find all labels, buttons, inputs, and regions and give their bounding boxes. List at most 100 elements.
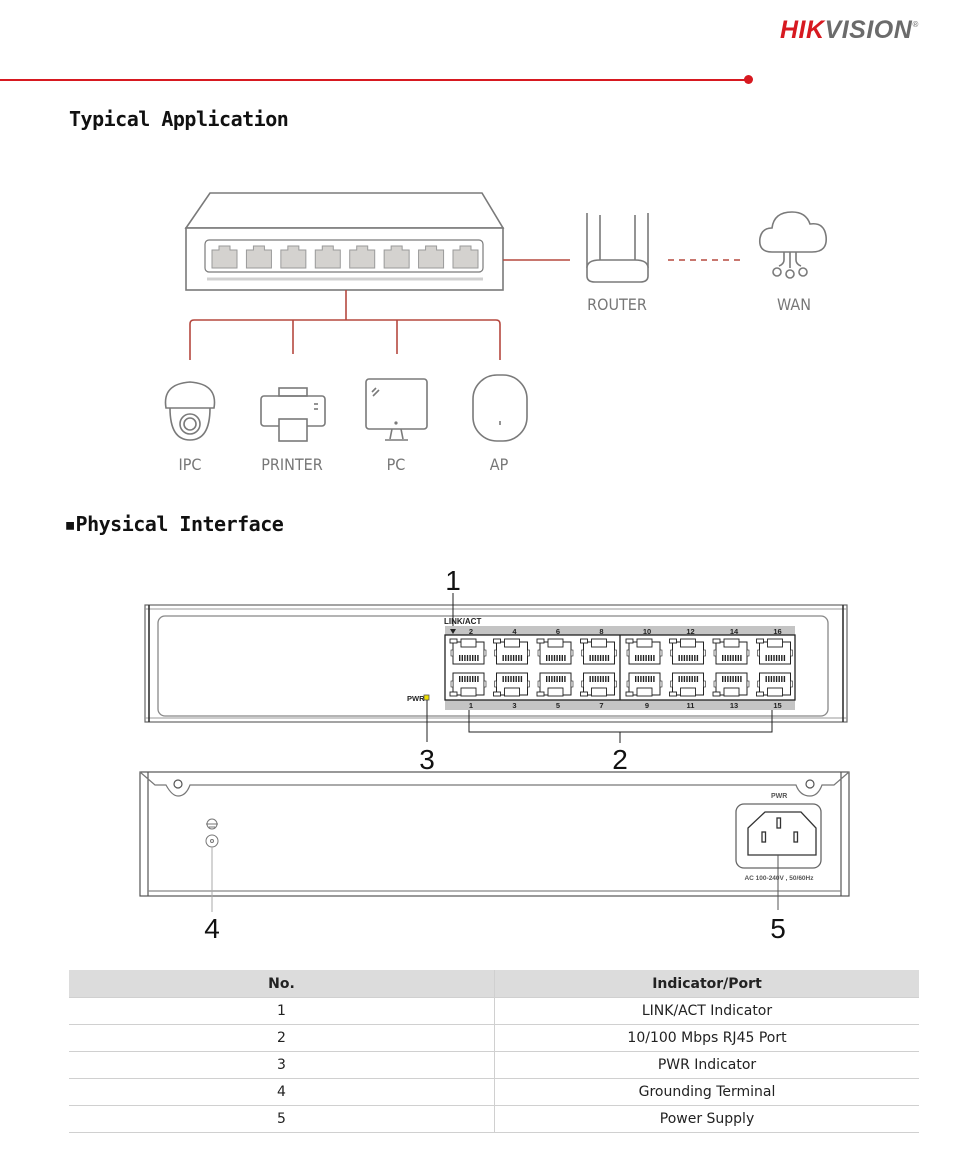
port-number-label: 3: [512, 701, 516, 710]
callout-lines-front: [426, 593, 773, 743]
rj45-port: [712, 638, 750, 665]
column-header-indicator-port: Indicator/Port: [494, 970, 919, 998]
port-number-label: 8: [599, 627, 603, 636]
switch-port-icon: [314, 245, 341, 269]
rj45-port: [536, 672, 574, 697]
cell-indicator-port: Grounding Terminal: [494, 1078, 919, 1106]
port-number-label: 11: [687, 701, 695, 710]
cell-indicator-port: Power Supply: [494, 1105, 919, 1133]
port-number-label: 12: [686, 627, 694, 636]
link-act-arrow-icon: [450, 629, 456, 634]
registered-mark: ®: [912, 20, 919, 29]
rj45-port: [493, 672, 530, 697]
hikvision-logo: HIKVISION®: [780, 16, 919, 45]
callout-1: 1: [445, 565, 461, 596]
rj45-port: [669, 638, 706, 665]
cell-no: 3: [69, 1051, 495, 1079]
header-divider-dot: [744, 75, 753, 84]
power-rating-label: AC 100-240V , 50/60Hz: [744, 875, 814, 882]
cell-indicator-port: 10/100 Mbps RJ45 Port: [494, 1024, 919, 1052]
cell-indicator-port: LINK/ACT Indicator: [494, 997, 919, 1025]
connection-lines: [189, 259, 745, 360]
rj45-port: [580, 672, 617, 697]
typical-application-diagram: ROUTER WAN IPC PRINTER PC AP: [164, 192, 828, 474]
front-panel: [144, 604, 848, 723]
switch-port-icon: [211, 245, 238, 269]
rj45-port: [449, 638, 487, 665]
switch-port-icon: [349, 245, 376, 269]
port-number-label: 7: [599, 701, 603, 710]
port-number-label: 4: [512, 627, 517, 636]
ipc-label: IPC: [179, 455, 202, 474]
rj45-port: [536, 638, 574, 665]
monitor-icon: [365, 378, 428, 441]
bottom-number-strip: [445, 700, 795, 710]
port-number-label: 1: [469, 701, 473, 710]
rear-pwr-label: PWR: [771, 793, 787, 800]
callout-2: 2: [612, 744, 628, 775]
port-number-label: 10: [643, 627, 651, 636]
rj45-port: [756, 638, 793, 665]
port-number-label: 9: [645, 701, 649, 710]
rj45-port: [625, 638, 663, 665]
printer-label: PRINTER: [261, 455, 323, 474]
switch-ports: [211, 245, 479, 269]
device-bus: [189, 319, 501, 360]
cloud-icon: [758, 211, 828, 279]
grounding-terminal-icon: [205, 818, 219, 912]
ap-label: AP: [490, 455, 509, 474]
rj45-port: [449, 672, 487, 697]
section-title-physical-interface: ▪Physical Interface: [64, 512, 284, 536]
router-label: ROUTER: [587, 295, 647, 314]
port-number-label: 14: [730, 627, 739, 636]
rj45-port: [493, 638, 530, 665]
router-icon: [586, 213, 649, 283]
callout-3: 3: [419, 744, 435, 775]
link-act-label: LINK/ACT: [444, 617, 481, 626]
rj45-port: [580, 638, 617, 665]
pwr-led: [423, 694, 430, 701]
port-number-label: 5: [556, 701, 560, 710]
dome-camera-icon: [164, 381, 216, 441]
section-bullet: ▪: [64, 512, 76, 536]
printer-icon: [260, 387, 326, 442]
logo-text-gray: VISION: [824, 16, 913, 44]
cell-no: 5: [69, 1105, 495, 1133]
port-number-label: 2: [469, 627, 473, 636]
rj45-port: [712, 672, 750, 697]
switch-port-icon: [383, 245, 410, 269]
switch-port-icon: [280, 245, 307, 269]
rj45-port: [669, 672, 706, 697]
header-divider: [0, 79, 745, 81]
access-point-icon: [472, 374, 528, 442]
port-number-label: 6: [556, 627, 560, 636]
wan-label: WAN: [777, 295, 811, 314]
logo-text-red: HIK: [780, 16, 825, 44]
switch-port-icon: [452, 245, 479, 269]
rj45-port: [756, 672, 793, 697]
cell-no: 4: [69, 1078, 495, 1106]
section-title-text: Physical Interface: [75, 512, 284, 536]
port-number-label: 13: [730, 701, 738, 710]
table-header-row: No. Indicator/Port: [69, 970, 919, 998]
rj45-ports: [449, 638, 793, 697]
cell-no: 1: [69, 997, 495, 1025]
cell-indicator-port: PWR Indicator: [494, 1051, 919, 1079]
callout-5: 5: [770, 913, 786, 944]
switch-port-icon: [245, 245, 272, 269]
pc-label: PC: [387, 455, 406, 474]
port-number-label: 16: [773, 627, 781, 636]
top-number-strip: [445, 626, 795, 635]
switch-port-icon: [418, 245, 445, 269]
switch-icon: [184, 192, 505, 291]
callout-4: 4: [204, 913, 220, 944]
port-number-label: 15: [773, 701, 781, 710]
